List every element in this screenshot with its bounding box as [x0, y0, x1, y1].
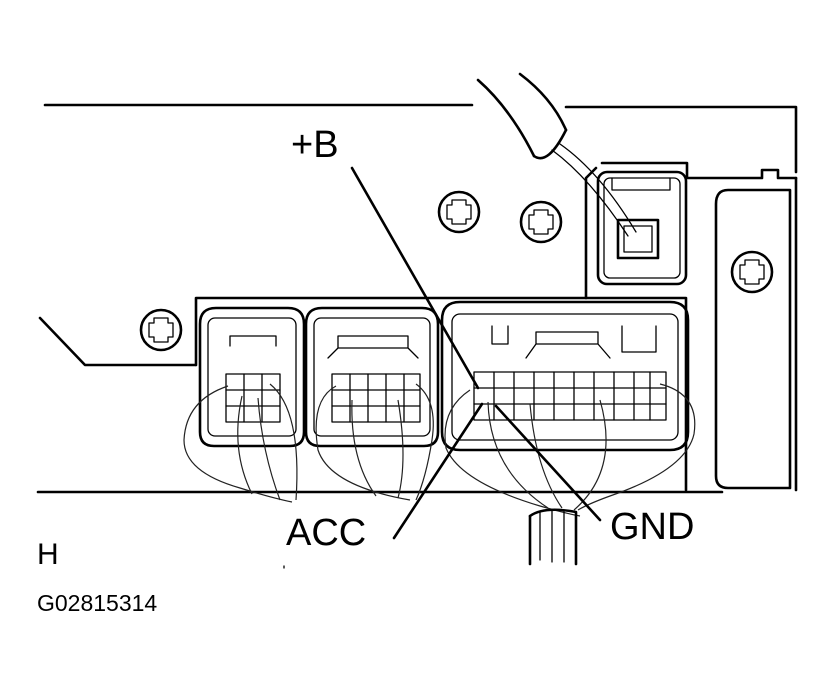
leader-gnd: [494, 404, 602, 522]
unit-housing: [36, 103, 798, 494]
screw-4: [730, 250, 774, 294]
gnd-label: GND: [610, 506, 695, 548]
leader-acc: [392, 402, 484, 540]
connector-large: [440, 300, 690, 452]
figure-code: G02815314: [37, 590, 158, 616]
acc-label: ACC: [286, 512, 367, 554]
screw-3: [139, 308, 183, 352]
connector-medium: [304, 306, 440, 448]
wire-harness: [183, 383, 696, 569]
antenna-connector: [476, 72, 688, 286]
plus-b-label: +B: [291, 124, 339, 166]
connector-small-left: [198, 306, 306, 448]
view-label: H: [37, 538, 59, 571]
screw-1: [437, 190, 481, 234]
leader-plus-b: [350, 166, 480, 390]
screw-2: [519, 200, 563, 244]
